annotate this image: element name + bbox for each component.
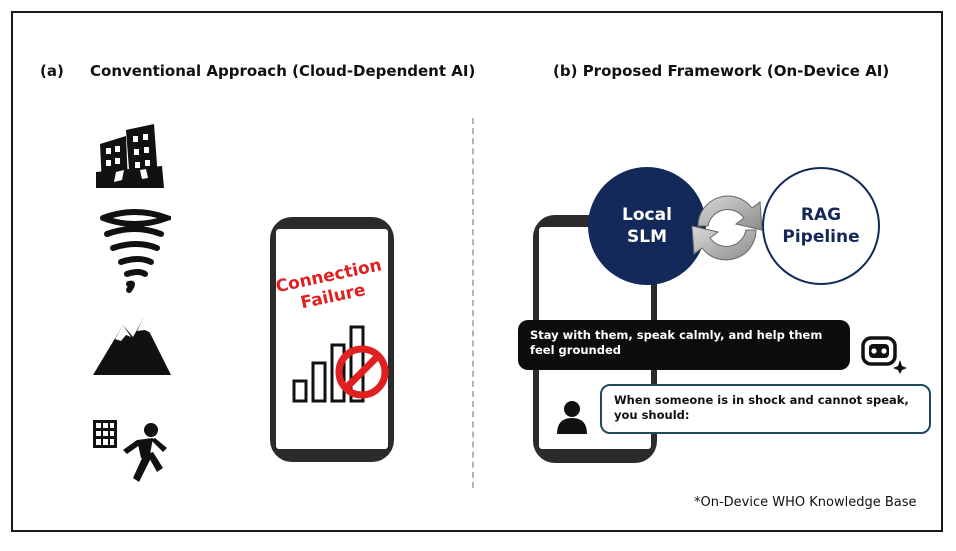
rag-pipeline-circle: RAG Pipeline — [762, 167, 880, 285]
tornado-icon — [100, 209, 171, 293]
robot-icon — [861, 336, 907, 374]
panel-divider — [472, 118, 474, 488]
user-icon — [557, 401, 587, 434]
panel-b-label: (b) — [553, 62, 578, 80]
phone-screen — [276, 229, 388, 449]
collapsed-buildings-icon — [96, 124, 164, 188]
mountain-icon — [93, 319, 171, 375]
local-slm-label: Local SLM — [622, 205, 672, 247]
evacuation-runner-icon — [93, 420, 167, 482]
panel-b-title-row: (b) Proposed Framework (On-Device AI) — [553, 62, 889, 80]
local-slm-circle: Local SLM — [588, 167, 706, 285]
panel-a-title: Conventional Approach (Cloud-Dependent A… — [90, 62, 476, 80]
phone-conventional — [270, 217, 394, 462]
user-query-bubble: When someone is in shock and cannot spea… — [600, 384, 931, 434]
panel-a-label: (a) — [40, 62, 64, 80]
bot-reply-bubble: Stay with them, speak calmly, and help t… — [518, 320, 850, 370]
cycle-arrows-icon — [691, 195, 763, 261]
panel-b-title: Proposed Framework (On-Device AI) — [582, 62, 890, 80]
footnote: *On-Device WHO Knowledge Base — [694, 495, 917, 510]
prohibited-icon — [335, 345, 389, 399]
rag-pipeline-label: RAG Pipeline — [782, 205, 860, 247]
